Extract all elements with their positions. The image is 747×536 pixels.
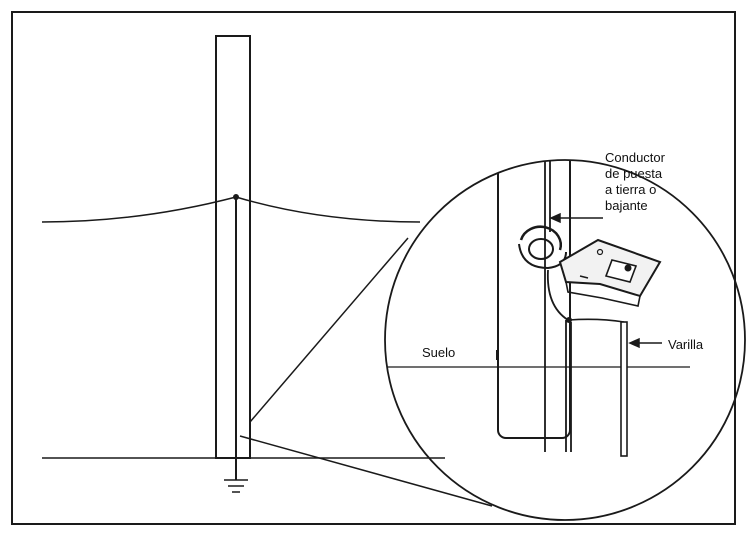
zoom-line-upper <box>249 237 409 423</box>
zoom-pole <box>497 160 571 439</box>
ground-symbol <box>224 479 248 493</box>
conductor-arrow <box>549 212 603 224</box>
utility-pole <box>215 35 251 459</box>
zoom-line-lower <box>239 435 493 507</box>
meter-button-small <box>596 248 604 256</box>
rod-connection-wire <box>568 318 625 323</box>
soil-label: Suelo <box>422 345 456 360</box>
conductor-label-line-1: Conductor <box>605 150 665 165</box>
ground-rod <box>620 321 628 457</box>
conductor-label: Conductor de puesta a tierra o bajante <box>605 150 665 214</box>
zoom-conductor-loop <box>546 269 569 321</box>
zoom-detail <box>385 160 690 457</box>
conductor-label-line-2: de puesta <box>605 166 663 181</box>
meter-button <box>624 264 632 272</box>
rod-label: Varilla <box>668 337 704 352</box>
clamp-jaw-inner <box>528 238 554 260</box>
conductor-label-line-3: a tierra o <box>605 182 657 197</box>
conductor-label-line-4: bajante <box>605 198 648 213</box>
rod-arrow <box>628 337 662 349</box>
meter-body-side <box>565 281 641 307</box>
meter-detail <box>579 275 589 279</box>
zoom-circle <box>384 159 746 521</box>
clamp-jaw <box>519 225 562 251</box>
clamp-meter <box>518 225 662 307</box>
frame-border <box>11 11 736 525</box>
